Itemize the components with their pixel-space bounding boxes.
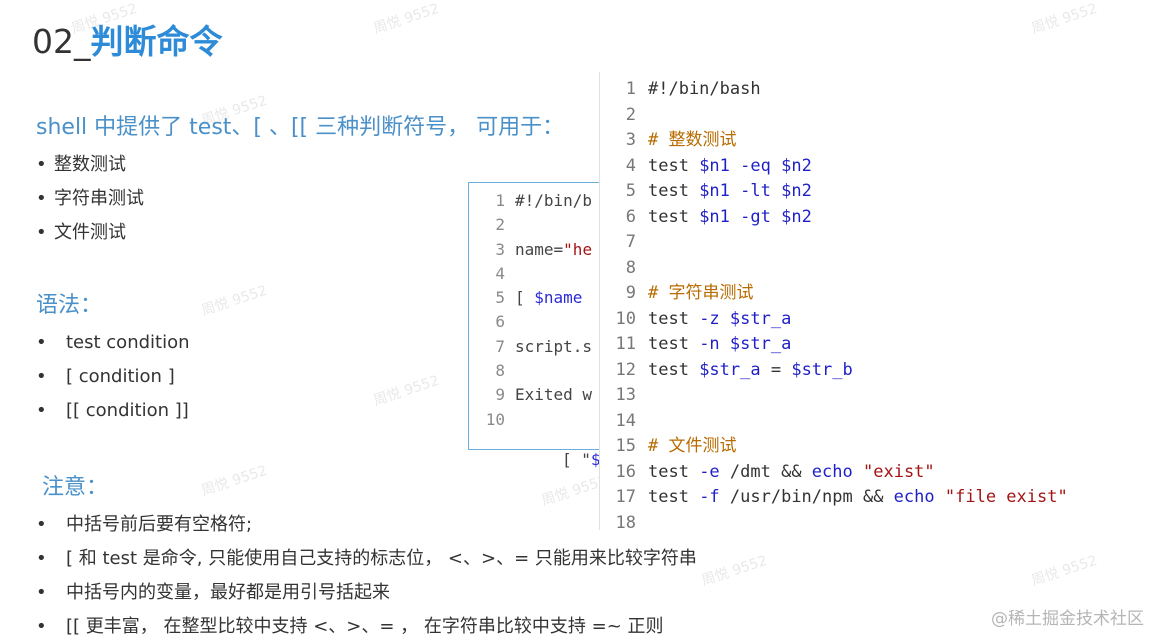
code-line: test $n1 -gt $n2: [648, 206, 812, 227]
code-line: #!/bin/bash: [648, 79, 761, 99]
code-comment: # 文件测试: [648, 436, 737, 456]
list-item: 字符串测试: [36, 182, 144, 216]
code-lines: #!/bin/bash # 整数测试 test $n1 -eq $n2 test…: [648, 77, 1068, 530]
list-item: [[ 更丰富， 在整型比较中支持 <、>、= ， 在字符串比较中支持 =~ 正则: [36, 610, 697, 644]
code-lines: #!/bin/b name="he [ $name script.s Exite…: [515, 189, 592, 432]
notes-heading: 注意：: [42, 475, 109, 500]
site-signature: @稀土掘金技术社区: [991, 609, 1144, 629]
watermark: 周悦 9552: [1029, 552, 1100, 590]
watermark: 周悦 9552: [199, 462, 270, 500]
code-line: test -f /usr/bin/npm && echo "file exist…: [648, 487, 1068, 507]
line-numbers: 1 2 3 4 5 6 7 8 9 10: [485, 191, 505, 429]
list-item: 中括号内的变量，最好都是用引号括起来: [36, 576, 697, 610]
title-accent: 判断命令: [90, 22, 223, 61]
syntax-heading: 语法：: [36, 293, 103, 318]
syntax-list: test condition [ condition ] [[ conditio…: [36, 326, 190, 428]
code-panel-front: 1 2 3 4 5 6 7 8 9 10 11 12 13 14 15 16 1…: [599, 72, 1162, 530]
notes-list: 中括号前后要有空格符; [ 和 test 是命令, 只能使用自己支持的标志位， …: [36, 508, 697, 644]
code-line: test $str_a = $str_b: [648, 359, 853, 380]
watermark: 周悦 9552: [371, 0, 442, 38]
watermark: 周悦 9552: [199, 282, 270, 320]
watermark: 周悦 9552: [1029, 0, 1100, 38]
title-prefix: 02_: [32, 22, 91, 61]
code-line: test -e /dmt && echo "exist": [648, 461, 935, 482]
code-line: [ $name: [515, 288, 583, 308]
code-line: test -n $str_a: [648, 334, 792, 354]
watermark: 周悦 9552: [371, 372, 442, 410]
code-line: Exited w: [515, 385, 593, 405]
list-item: [ 和 test 是命令, 只能使用自己支持的标志位， <、>、= 只能用来比较…: [36, 542, 697, 576]
code-comment: # 字符串测试: [648, 283, 754, 303]
code-comment: # 整数测试: [648, 130, 737, 150]
code-line: test $n1 -lt $n2: [648, 181, 812, 201]
intro-heading: shell 中提供了 test、[ 、[[ 三种判断符号， 可用于：: [36, 115, 565, 140]
code-line: script.s: [515, 336, 593, 356]
code-line: test $n1 -eq $n2: [648, 155, 812, 176]
list-item: 文件测试: [36, 216, 144, 250]
list-item: [ condition ]: [36, 360, 190, 394]
list-item: test condition: [36, 326, 190, 360]
page-title: 02_判断命令: [32, 22, 223, 62]
code-line: test -z $str_a: [648, 308, 792, 329]
list-item: [[ condition ]]: [36, 394, 190, 428]
code-line: #!/bin/b: [515, 191, 593, 210]
watermark: 周悦 9552: [699, 552, 770, 590]
list-item: 中括号前后要有空格符;: [36, 508, 697, 542]
list-item: 整数测试: [36, 148, 144, 182]
line-numbers: 1 2 3 4 5 6 7 8 9 10 11 12 13 14 15 16 1…: [615, 79, 636, 530]
intro-list: 整数测试 字符串测试 文件测试: [36, 148, 144, 250]
code-line: name="he: [515, 239, 593, 259]
